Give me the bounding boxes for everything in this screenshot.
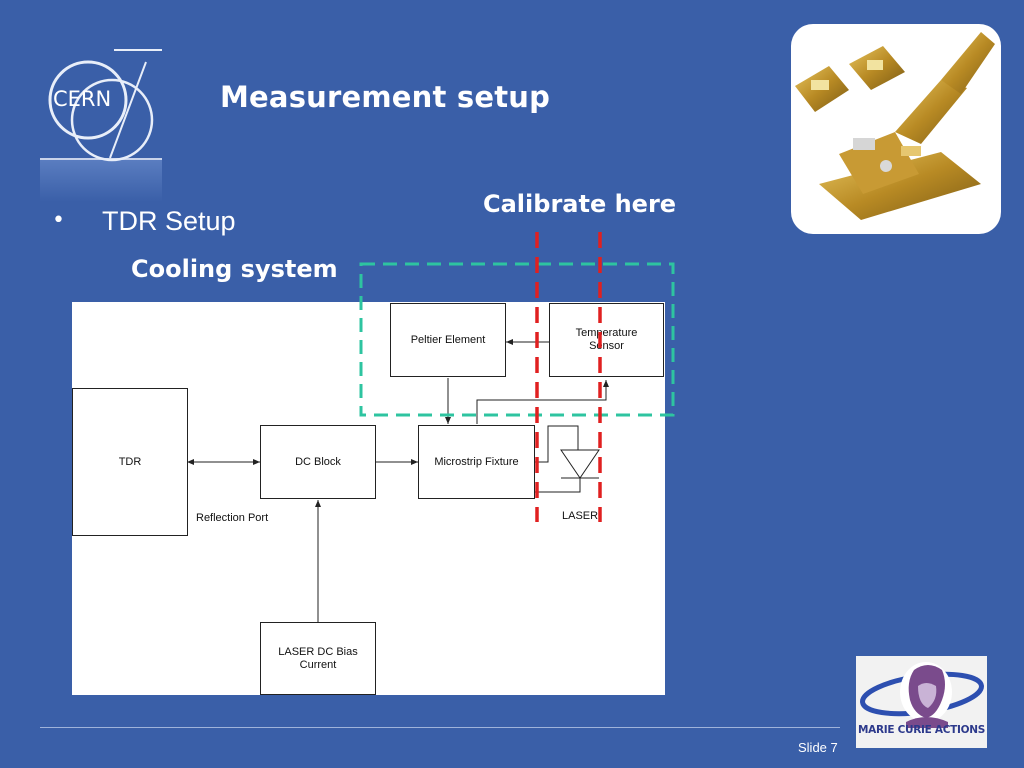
cern-logo-text: CERN: [53, 87, 111, 111]
bullet-marker: •: [52, 208, 65, 233]
slide-number: Slide 7: [798, 740, 838, 755]
microstrip-fixture-box: Microstrip Fixture: [418, 425, 535, 499]
calibrate-here-label: Calibrate here: [483, 190, 677, 218]
marie-curie-text: MARIE CURIE ACTIONS: [858, 724, 985, 736]
laser-dc-bias-box: LASER DC Bias Current: [260, 622, 376, 695]
laser-mount-photo: [791, 24, 1001, 234]
laser-label: LASER: [562, 510, 599, 522]
cooling-system-label: Cooling system: [131, 255, 338, 283]
tdr-box: TDR: [72, 388, 188, 536]
slide-title: Measurement setup: [220, 80, 551, 114]
footer-divider: [40, 727, 840, 728]
microstrip-laser-link: [535, 425, 579, 463]
block-diagram: TDR DC Block Microstrip Fixture Peltier …: [72, 302, 665, 695]
temperature-sensor-box: Temperature Sensor: [549, 303, 664, 377]
marie-curie-logo: MARIE CURIE ACTIONS: [856, 656, 987, 748]
bullet-tdr-setup: TDR Setup: [102, 206, 236, 236]
dc-block-box: DC Block: [260, 425, 376, 499]
microstrip-sensor-link: [476, 380, 609, 424]
cern-logo: CERN: [40, 48, 164, 202]
reflection-port-label: Reflection Port: [196, 512, 269, 524]
peltier-element-box: Peltier Element: [390, 303, 506, 377]
laser-diode-symbol: [560, 449, 600, 479]
